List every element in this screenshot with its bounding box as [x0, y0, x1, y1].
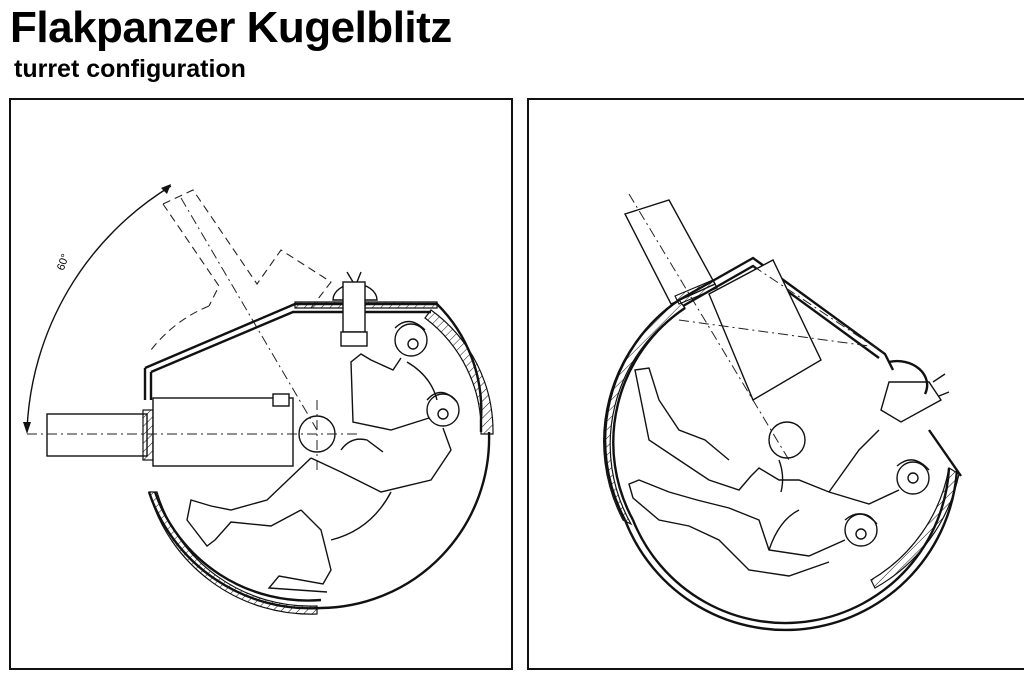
gun-breech: [678, 259, 886, 402]
turret-horizontal-drawing: [23, 184, 494, 615]
gun-barrel-elevated: [624, 193, 790, 461]
turret-sphere-elevated: [603, 256, 962, 632]
crew-figure-reclined: [628, 459, 878, 577]
turret-sphere: [143, 301, 494, 615]
page-title: Flakpanzer Kugelblitz: [10, 3, 452, 52]
left-diagram-panel: 60°: [9, 98, 513, 670]
elevated-gun-outline: [150, 189, 332, 431]
page-subtitle: turret configuration: [14, 55, 246, 83]
gun-barrel-horizontal: [27, 393, 361, 467]
right-diagram-panel: [527, 98, 1024, 670]
pivot-circle-elevated: [768, 421, 806, 459]
periscope-sight-rotated: [880, 359, 950, 423]
crew-figure: [186, 391, 460, 593]
periscope-sight: [332, 271, 378, 347]
elevation-arc: [23, 184, 172, 434]
turret-elevated-drawing: [603, 193, 962, 632]
gunner-figure-reclined: [634, 367, 930, 505]
